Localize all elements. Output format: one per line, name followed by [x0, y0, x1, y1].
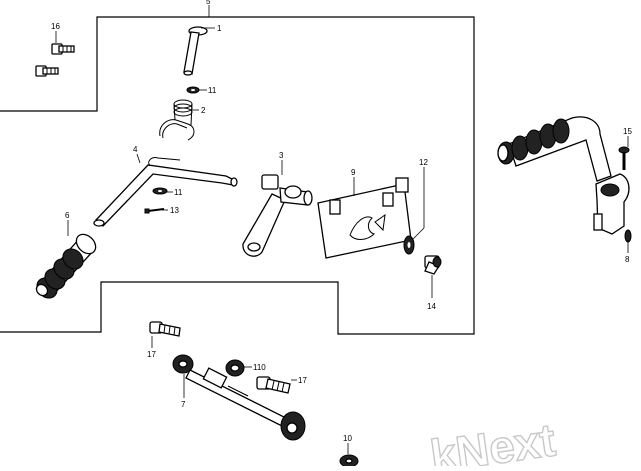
callout-8: 8	[625, 255, 630, 264]
callout-17-left: 17	[147, 350, 156, 359]
pedal-lever-4	[93, 157, 238, 227]
nut-14	[424, 255, 442, 275]
bolt-17-right	[256, 376, 291, 394]
callout-7: 7	[181, 400, 186, 409]
callout-16: 16	[51, 22, 60, 31]
callout-4: 4	[133, 145, 138, 154]
callout-13: 13	[170, 206, 179, 215]
callout-1: 1	[217, 24, 222, 33]
callout-10: 10	[343, 434, 352, 443]
foot-peg-rubber-6	[35, 233, 97, 299]
bolt-13	[144, 208, 165, 214]
watermark-text: kNext	[427, 413, 558, 466]
callout-11-lower: 11	[174, 188, 183, 197]
callout-2: 2	[201, 106, 206, 115]
callout-14: 14	[427, 302, 436, 311]
bolt-16-lower	[35, 65, 59, 77]
kick-start-lever-8	[497, 116, 632, 243]
return-spring-2	[159, 99, 195, 141]
nut-110	[225, 359, 245, 377]
nut-10	[339, 454, 359, 468]
callout-110: 110	[253, 363, 266, 372]
mounting-bracket-9	[317, 177, 412, 259]
leader-lines	[55, 5, 629, 454]
screw-15	[618, 146, 630, 170]
callout-6: 6	[65, 211, 70, 220]
callout-3: 3	[279, 151, 284, 160]
callout-15: 15	[623, 127, 632, 136]
assembly-group-frame	[0, 16, 475, 335]
washer-11-lower	[152, 187, 168, 195]
callout-12: 12	[419, 158, 428, 167]
link-rod-7	[172, 354, 306, 441]
washer-11-upper	[186, 86, 200, 94]
bolt-16-upper	[51, 43, 75, 55]
washer-12	[403, 235, 415, 255]
bolt-17-left	[149, 321, 181, 337]
pivot-pin-1	[183, 26, 208, 76]
callout-11-upper: 11	[208, 86, 217, 95]
callout-9: 9	[351, 168, 356, 177]
callout-5: 5	[206, 0, 211, 6]
brake-arm-3	[242, 174, 313, 257]
callout-17-right: 17	[298, 376, 307, 385]
